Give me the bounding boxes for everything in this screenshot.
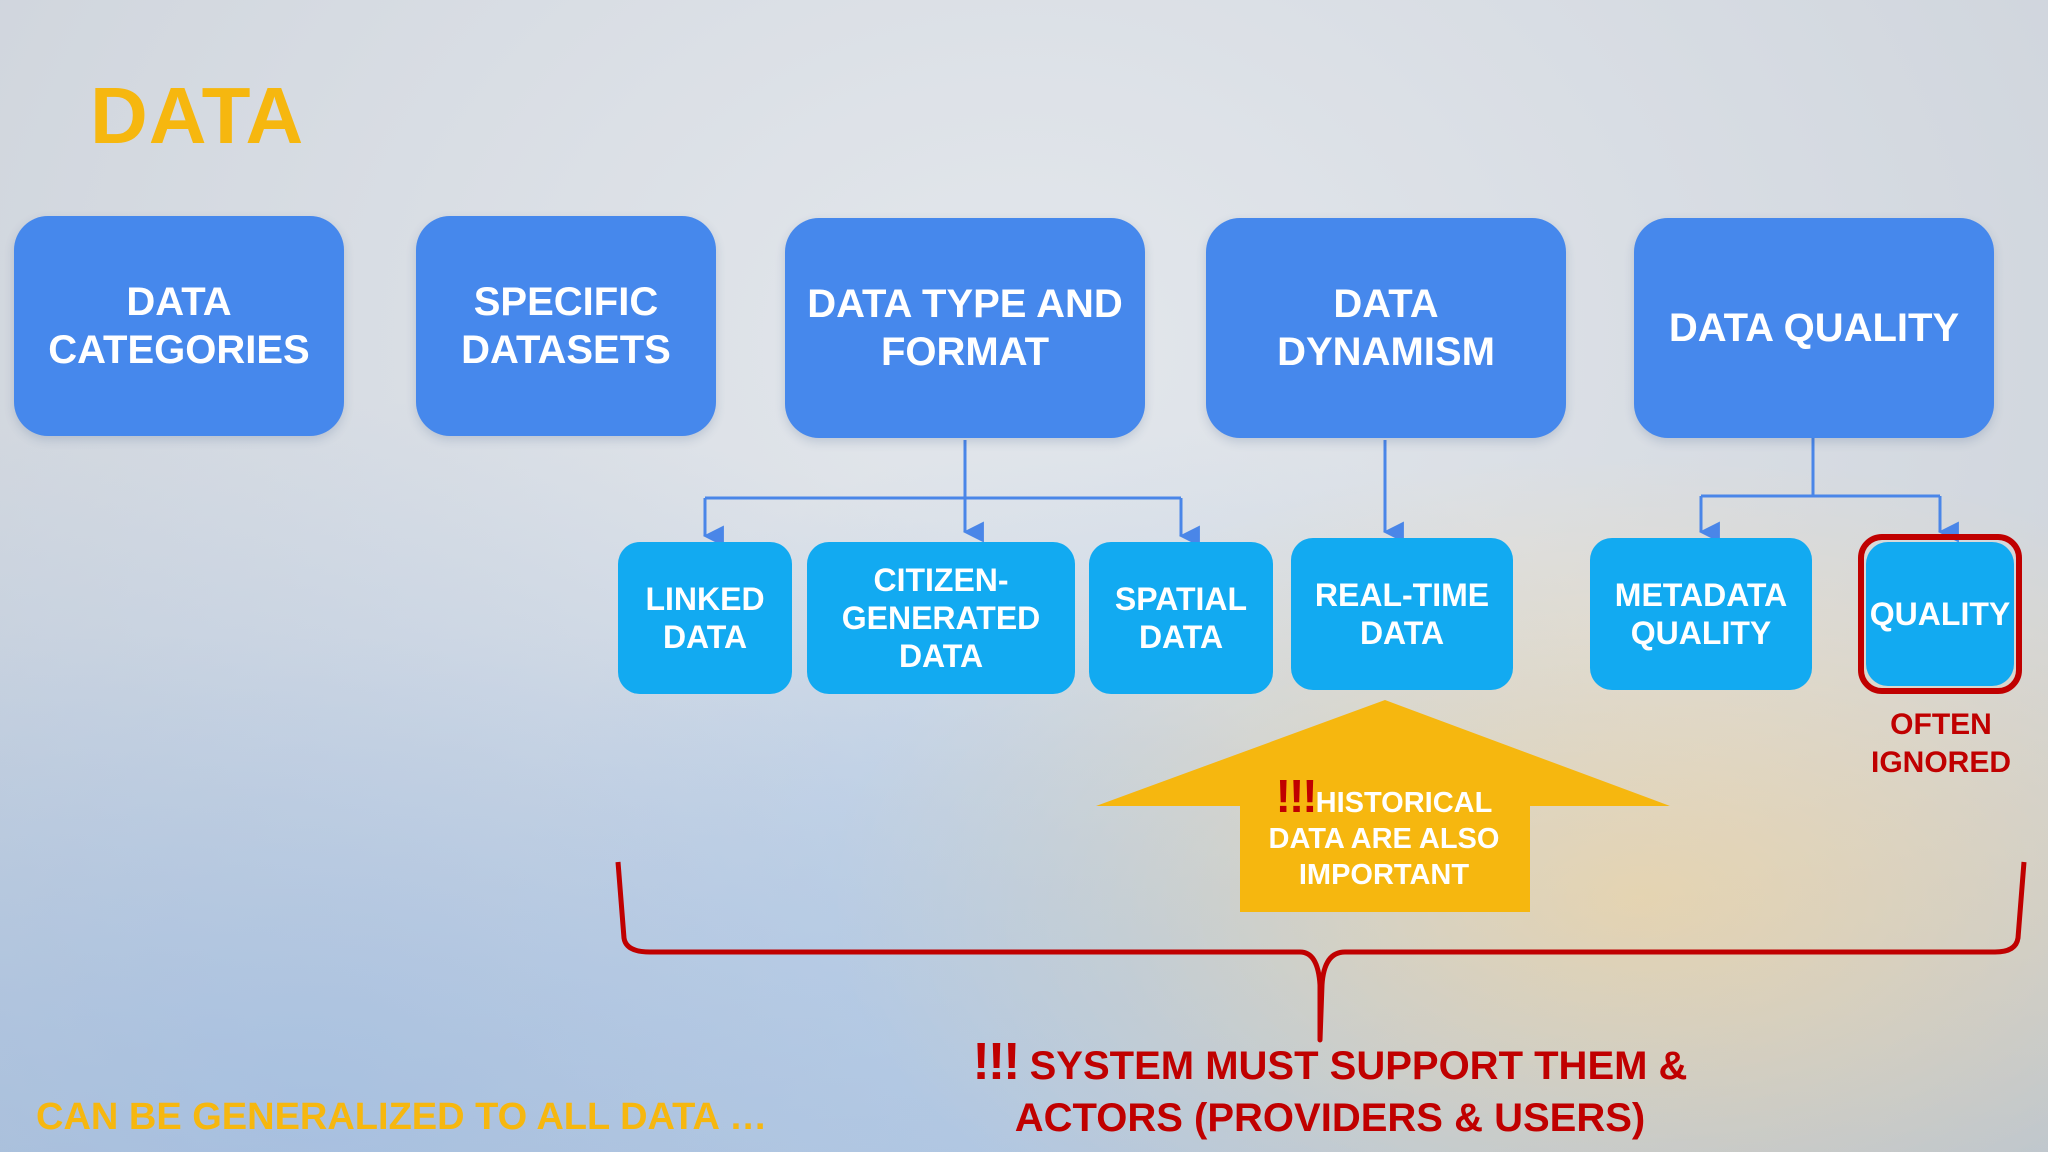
box-spatial-data: SPATIAL DATA xyxy=(1089,542,1273,694)
system-text: SYSTEM MUST SUPPORT THEM & ACTORS (PROVI… xyxy=(1014,1044,1688,1140)
box-metadata-quality: METADATA QUALITY xyxy=(1590,538,1812,690)
box-label: REAL-TIME DATA xyxy=(1314,577,1490,651)
box-label: SPECIFIC DATASETS xyxy=(461,280,671,372)
often-ignored-text: OFTEN IGNORED xyxy=(1870,708,2011,779)
box-label: SPATIAL DATA xyxy=(1114,581,1248,655)
box-quality: QUALITY xyxy=(1866,542,2014,686)
box-data-categories: DATA CATEGORIES xyxy=(14,216,344,436)
box-label: DATA CATEGORIES xyxy=(48,280,310,372)
box-label: QUALITY xyxy=(1869,596,2011,632)
box-data-quality: DATA QUALITY xyxy=(1634,218,1994,438)
support-brace xyxy=(615,861,2027,1043)
box-linked-data: LINKED DATA xyxy=(618,542,792,694)
system-exclaim: !!! xyxy=(972,1033,1021,1091)
box-label: DATA QUALITY xyxy=(1668,306,1960,350)
box-label: DATA TYPE AND FORMAT xyxy=(807,282,1123,374)
box-label: DATA DYNAMISM xyxy=(1277,282,1495,374)
box-label: LINKED DATA xyxy=(645,581,765,655)
box-label: METADATA QUALITY xyxy=(1614,577,1788,651)
system-support-note: !!! SYSTEM MUST SUPPORT THEM & ACTORS (P… xyxy=(960,1036,1700,1144)
often-ignored-note: OFTEN IGNORED xyxy=(1846,706,2036,782)
box-label: CITIZEN-GENERATED DATA xyxy=(841,562,1041,674)
box-citizen-generated-data: CITIZEN-GENERATED DATA xyxy=(807,542,1075,694)
historical-exclaim: !!! xyxy=(1275,770,1318,822)
generalized-note: CAN BE GENERALIZED TO ALL DATA … xyxy=(36,1096,768,1138)
box-data-type-and-format: DATA TYPE AND FORMAT xyxy=(785,218,1145,438)
historical-up-arrow xyxy=(1096,700,1670,912)
historical-note: !!!HISTORICAL DATA ARE ALSO IMPORTANT xyxy=(1238,773,1530,893)
historical-text: HISTORICAL DATA ARE ALSO IMPORTANT xyxy=(1268,787,1500,891)
box-data-dynamism: DATA DYNAMISM xyxy=(1206,218,1566,438)
box-specific-datasets: SPECIFIC DATASETS xyxy=(416,216,716,436)
slide-title: DATA xyxy=(90,71,305,160)
box-real-time-data: REAL-TIME DATA xyxy=(1291,538,1513,690)
quality-highlight-frame xyxy=(1858,534,2022,694)
